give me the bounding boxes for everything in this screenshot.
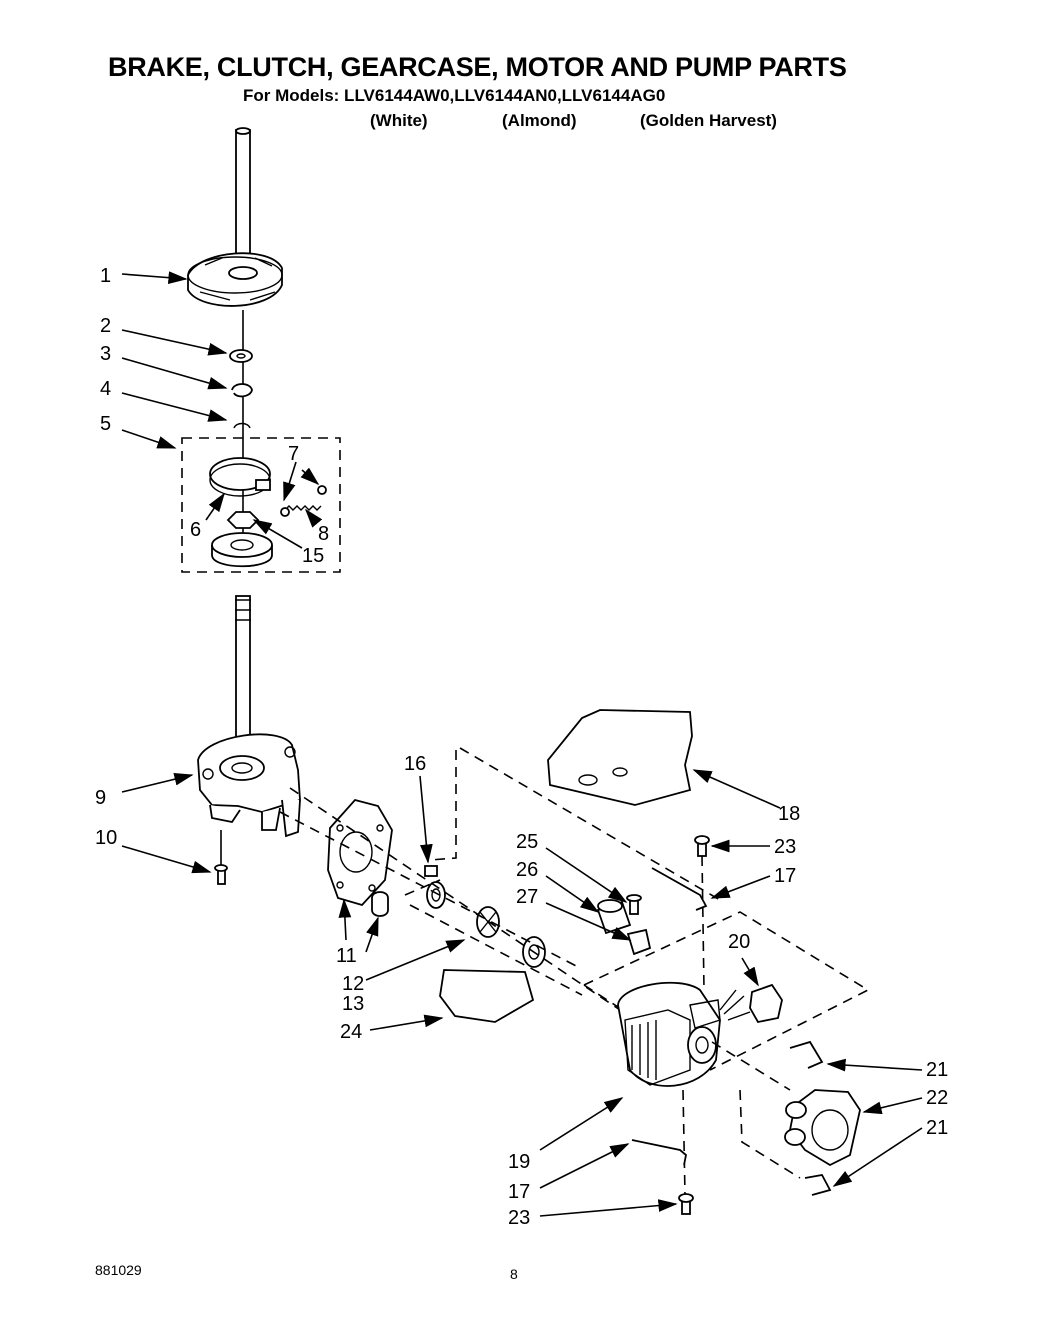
motor-part-19 [617,981,721,1087]
alignment-line-i [682,1089,686,1196]
callout-7: 7 [288,443,299,465]
callout-4: 4 [100,378,111,400]
callout-1: 1 [100,265,111,287]
brake-kit-box-part-5 [181,437,341,573]
callout-20: 20 [728,931,750,953]
callout-3: 3 [100,343,111,365]
document-number: 881029 [95,1262,142,1278]
color-golden-harvest: (Golden Harvest) [640,111,777,130]
alignment-line-g [701,855,705,991]
drive-shaft [235,595,251,747]
gearcase-part-9 [197,733,301,838]
coupling-part-12 [426,881,446,909]
color-almond: (Almond) [502,111,577,130]
clip-part-4 [233,422,251,429]
capacitor-part-26 [596,899,632,935]
shield-part-18 [547,709,693,806]
shield-hole-b [612,767,628,777]
alignment-line-b [279,811,581,969]
callout-15: 15 [302,545,324,567]
clip-part-21-lower [804,1174,832,1196]
callout-11: 11 [336,945,357,967]
callout-labels: 1 2 3 4 5 6 7 8 15 9 10 16 18 25 26 27 2… [95,265,948,1229]
callout-2: 2 [100,315,111,337]
alignment-line-c [429,750,457,861]
callout-13: 13 [342,993,364,1015]
brake-assembly-part-1 [187,252,283,307]
callout-16: 16 [404,753,426,775]
alignment-line-h [711,1041,801,1179]
callout-12: 12 [342,973,364,995]
screw-part-23-lower [678,1193,694,1215]
page-title: BRAKE, CLUTCH, GEARCASE, MOTOR AND PUMP … [108,52,847,82]
alignment-line-a [289,787,621,1011]
model-numbers: For Models: LLV6144AW0,LLV6144AN0,LLV614… [243,86,666,105]
leader-lines [121,271,923,1217]
callout-21-lower: 21 [926,1117,948,1139]
callout-23-lower: 23 [508,1207,530,1229]
callout-26: 26 [516,859,538,881]
gasket-part-24 [439,969,535,1023]
callout-27: 27 [516,886,538,908]
strap-part-17-upper [651,867,708,911]
bushing-part-11 [371,891,389,917]
callout-5: 5 [100,413,111,435]
screw-part-23-upper [694,835,710,857]
pump-part-22 [784,1089,861,1167]
nut-part-16 [424,865,438,877]
screw-part-10 [214,864,228,885]
page-number: 8 [510,1266,518,1282]
strap-part-17-lower [631,1139,687,1166]
motor-box-a [583,911,870,1071]
screw-part-25 [626,894,642,915]
callout-21-upper: 21 [926,1059,948,1081]
washer-part-2 [229,349,253,363]
brake-rotor [211,532,273,568]
brake-band-part-6 [209,457,271,497]
color-white: (White) [370,111,428,130]
callout-17-lower: 17 [508,1181,530,1203]
spring-part-7 [280,485,327,517]
callout-23-upper: 23 [774,836,796,858]
callout-24: 24 [340,1021,362,1043]
retaining-ring-part-3 [231,383,253,398]
callout-17-upper: 17 [774,865,796,887]
alignment-line-f [409,904,583,996]
callout-8: 8 [318,523,329,545]
clip-part-21-upper [789,1040,824,1069]
clamp-part-27 [626,928,652,956]
mounting-plate [327,798,393,907]
switch-part-20 [719,983,783,1024]
callout-22: 22 [926,1087,948,1109]
callout-19: 19 [508,1151,530,1173]
callout-6: 6 [190,519,201,541]
callout-10: 10 [95,827,117,849]
shield-hole-a [578,774,598,786]
agitator-shaft [235,127,251,271]
callout-25: 25 [516,831,538,853]
alignment-line-e [404,879,441,896]
callout-9: 9 [95,787,106,809]
clip-part-15 [226,511,260,529]
callout-18: 18 [778,803,800,825]
